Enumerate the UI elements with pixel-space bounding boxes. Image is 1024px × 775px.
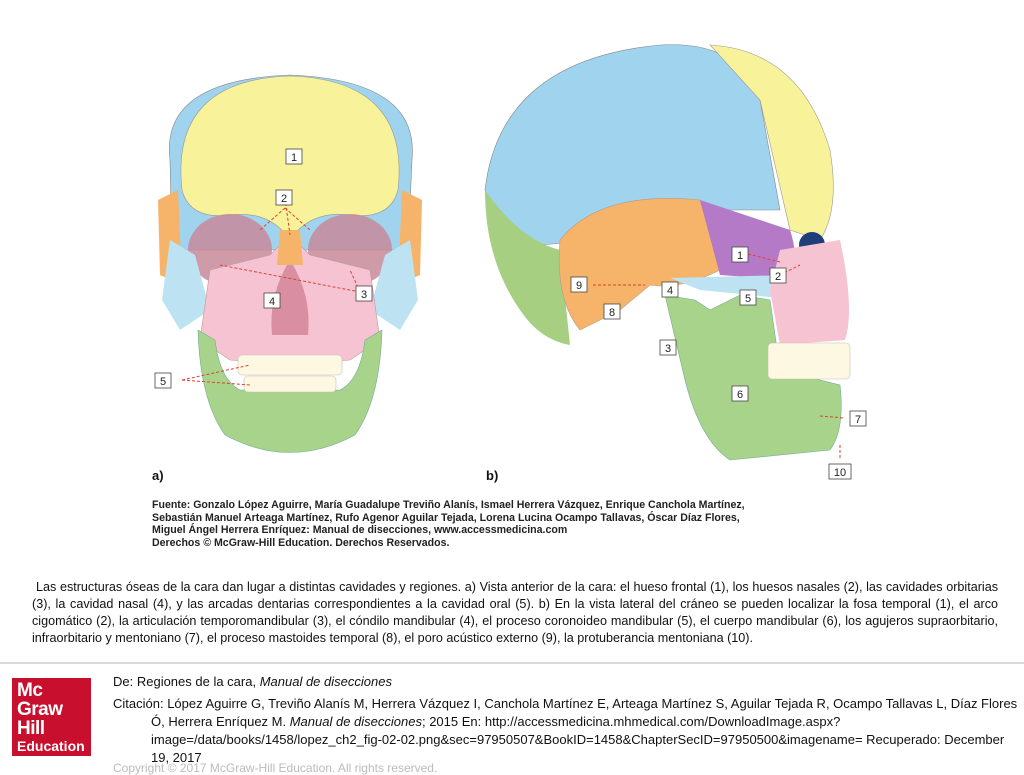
mcgraw-hill-logo: Mc Graw Hill Education bbox=[12, 678, 91, 756]
skull-diagrams: 1 2 3 4 5 bbox=[154, 44, 867, 480]
callout-lines-b bbox=[593, 253, 846, 460]
logo-line: Graw bbox=[17, 699, 63, 720]
cite-prefix: Citación: López Aguirre G, Treviño Alaní… bbox=[113, 696, 1018, 729]
citation-text: Citación: López Aguirre G, Treviño Alaní… bbox=[113, 695, 1018, 767]
label-b-5: 5 bbox=[745, 293, 751, 305]
callout-labels-a: 1 2 3 4 5 bbox=[154, 148, 373, 389]
figure-caption: Las estructuras óseas de la cara dan lug… bbox=[32, 579, 998, 647]
label-a-1: 1 bbox=[291, 152, 297, 164]
nasal-cavity-a bbox=[271, 260, 309, 335]
maxilla-b bbox=[770, 240, 849, 345]
divider bbox=[0, 662, 1024, 664]
citation-from: De: Regiones de la cara, Manual de disec… bbox=[113, 673, 1018, 691]
label-b-9: 9 bbox=[576, 280, 582, 292]
zygomatic-arch-b bbox=[670, 275, 800, 300]
copyright-footer: Copyright © 2017 McGraw-Hill Education. … bbox=[113, 761, 438, 775]
label-a-4: 4 bbox=[269, 296, 275, 308]
panel-b-label: b) bbox=[486, 468, 499, 483]
label-a-5: 5 bbox=[160, 376, 166, 388]
logo-line: Hill bbox=[17, 718, 45, 739]
logo-line: Mc bbox=[17, 680, 43, 701]
skull-lateral-view: 1 2 3 4 5 6 7 8 9 10 bbox=[484, 44, 867, 480]
label-b-4: 4 bbox=[667, 285, 673, 297]
cite-suffix: ; 2015 En: http://accessmedicina.mhmedic… bbox=[151, 714, 1005, 765]
zygomatic-right-a bbox=[370, 240, 418, 330]
panel-a-label: a) bbox=[152, 468, 164, 483]
caption-text: Las estructuras óseas de la cara dan lug… bbox=[32, 580, 998, 645]
label-b-7: 7 bbox=[855, 414, 861, 426]
skull-anterior-view: 1 2 3 4 5 bbox=[154, 74, 422, 453]
source-line: Miguel Ángel Herrera Enríquez: Manual de… bbox=[152, 524, 568, 536]
teeth-upper-a bbox=[237, 354, 343, 376]
teeth-b bbox=[767, 342, 851, 380]
callout-labels-b: 1 2 3 4 5 6 7 8 9 10 bbox=[570, 246, 867, 480]
zygomatic-left-a bbox=[162, 240, 210, 330]
citation-block: De: Regiones de la cara, Manual de disec… bbox=[113, 673, 1018, 767]
frontal-bone-b bbox=[709, 44, 834, 241]
label-a-2: 2 bbox=[281, 193, 287, 205]
cite-title: Manual de disecciones bbox=[289, 714, 422, 729]
sphenoid-bone-b bbox=[700, 200, 795, 280]
figure-panel: 1 2 3 4 5 bbox=[140, 40, 870, 552]
label-b-10: 10 bbox=[834, 467, 846, 479]
label-a-3: 3 bbox=[361, 289, 367, 301]
from-title: Manual de disecciones bbox=[259, 674, 392, 689]
nasal-bones-a bbox=[277, 230, 303, 265]
source-line: Sebastián Manuel Arteaga Martínez, Rufo … bbox=[152, 511, 740, 524]
label-b-2: 2 bbox=[775, 271, 781, 283]
teeth-lower-a bbox=[243, 375, 337, 393]
figure-source: Fuente: Gonzalo López Aguirre, María Gua… bbox=[152, 499, 862, 549]
label-b-1: 1 bbox=[737, 250, 743, 262]
label-b-6: 6 bbox=[737, 389, 743, 401]
label-b-3: 3 bbox=[665, 343, 671, 355]
occipital-bone-b bbox=[485, 190, 570, 345]
logo-line: Education bbox=[17, 738, 85, 754]
from-prefix: De: Regiones de la cara, bbox=[113, 674, 260, 689]
source-line: Fuente: Gonzalo López Aguirre, María Gua… bbox=[152, 499, 745, 511]
label-b-8: 8 bbox=[609, 307, 615, 319]
source-line: Derechos © McGraw-Hill Education. Derech… bbox=[152, 536, 450, 549]
